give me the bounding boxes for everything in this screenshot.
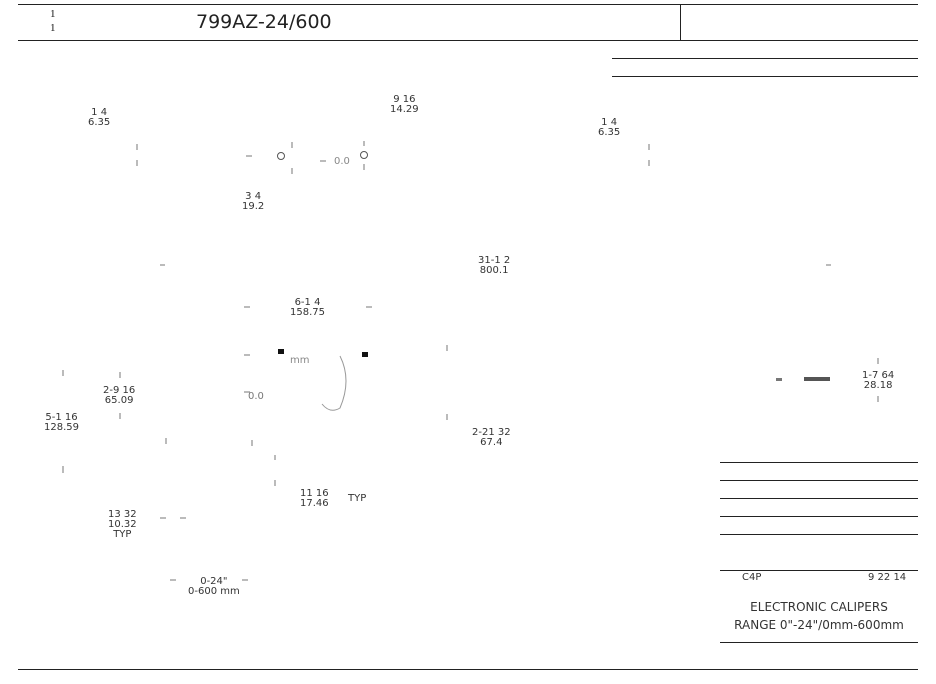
title-block-line-4: [720, 516, 918, 517]
revision-line-2: [612, 76, 918, 77]
title-block-line-2: [720, 480, 918, 481]
drawing-date: 9 22 14: [868, 572, 907, 583]
header-top-border: [18, 4, 918, 5]
sheet-number-bottom: 1: [50, 22, 56, 34]
jaw-curve: [321, 355, 347, 411]
title-block-line-1: [720, 462, 918, 463]
sheet-number-top: 1: [50, 8, 56, 20]
title-block-line-3: [720, 498, 918, 499]
drawing-title-line-1: ELECTRONIC CALIPERS: [750, 600, 888, 614]
logo-dot: [776, 378, 782, 381]
hole-marker-left: [277, 152, 285, 160]
display-marker-right: [362, 352, 368, 357]
dimension-11-note: TYP: [348, 493, 367, 504]
title-block-line-5: [720, 534, 918, 535]
display-marker-left: [278, 349, 284, 354]
logo-strip: [804, 377, 830, 381]
display-unit: mm: [290, 355, 310, 366]
part-number: 799AZ-24/600: [196, 11, 332, 33]
title-block-line-6: [720, 570, 918, 571]
header-divider: [680, 4, 681, 40]
sheet-bottom-border: [18, 669, 918, 670]
hole-marker-right: [360, 151, 368, 159]
revision-label: C4P: [742, 572, 762, 583]
title-block-line-7: [720, 642, 918, 643]
revision-line-1: [612, 58, 918, 59]
display-reading-left: 0.0: [248, 391, 264, 402]
display-reading-right: 0.0: [334, 156, 350, 167]
drawing-title-line-2: RANGE 0"-24"/0mm-600mm: [734, 618, 904, 632]
header-bottom-border: [18, 40, 918, 41]
dimension-13: 0-24"0-600 mm: [188, 576, 240, 597]
